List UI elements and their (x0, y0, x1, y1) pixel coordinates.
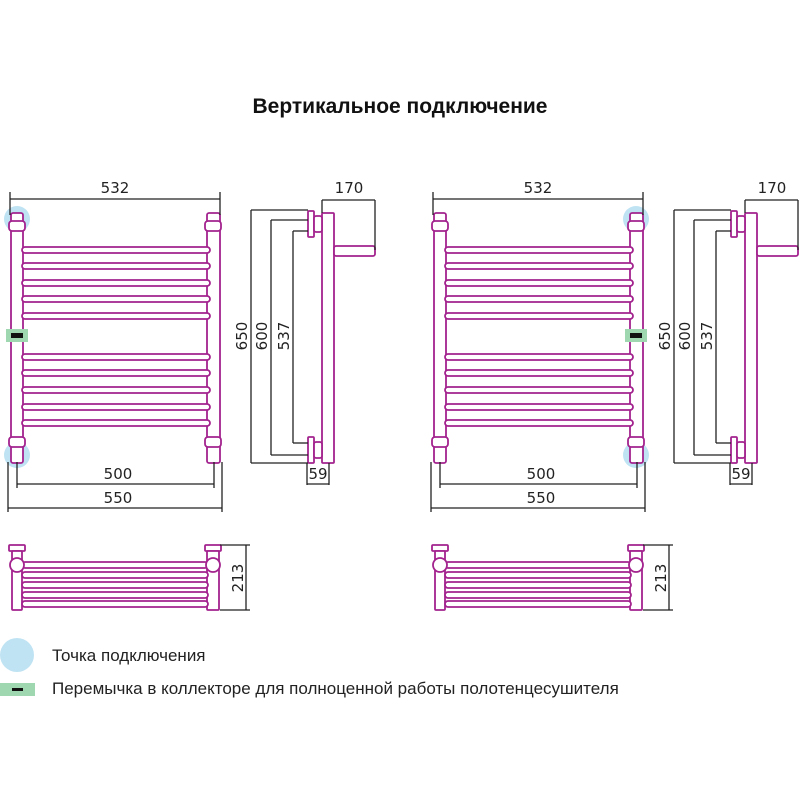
bracket-nut (313, 215, 323, 233)
heating-bar (21, 369, 211, 377)
post-fitting (627, 436, 645, 448)
dim-center: 500 (104, 465, 133, 483)
dim-total-width: 550 (104, 489, 133, 507)
post-fitting (431, 220, 449, 232)
post-fitting (204, 436, 222, 448)
heating-bar (444, 369, 634, 377)
dim-offset: 59 (308, 465, 327, 483)
shelf-joint (9, 557, 25, 573)
heating-bar (444, 419, 634, 427)
shelf-bar (444, 600, 632, 608)
side-post (744, 212, 758, 464)
jumper-dash-icon (630, 333, 642, 338)
heating-bar (444, 403, 634, 411)
shelf-bar (444, 571, 632, 579)
dim-600: 600 (676, 322, 694, 351)
wall-bracket (730, 436, 738, 464)
shelf-bar (444, 561, 632, 569)
dim-depth: 170 (335, 179, 364, 197)
dim-height: 650 (656, 322, 674, 351)
post-fitting (8, 436, 26, 448)
heating-bar (21, 246, 211, 254)
heating-bar (444, 262, 634, 270)
post-fitting (431, 436, 449, 448)
heating-bar (21, 403, 211, 411)
heating-bar (444, 312, 634, 320)
dim-height: 650 (233, 322, 251, 351)
post-fitting (8, 220, 26, 232)
dim-center: 500 (527, 465, 556, 483)
shelf-bar (444, 591, 632, 599)
wall-bracket (730, 210, 738, 238)
shelf-bar (21, 571, 209, 579)
heating-bar (21, 262, 211, 270)
heating-bar (21, 419, 211, 427)
heating-bar (21, 386, 211, 394)
heating-bar (21, 353, 211, 361)
dim-537: 537 (275, 322, 293, 351)
shelf-bar (21, 591, 209, 599)
heating-bar (21, 279, 211, 287)
heating-bar (444, 386, 634, 394)
heating-bar (21, 312, 211, 320)
legend-connection-icon (0, 638, 34, 672)
legend-jumper-dash-icon (12, 688, 23, 691)
bracket-nut (313, 441, 323, 459)
heating-bar (444, 246, 634, 254)
jumper-dash-icon (11, 333, 23, 338)
post-fitting (627, 220, 645, 232)
heating-bar (444, 353, 634, 361)
shelf-bar (21, 581, 209, 589)
dim-top-width: 532 (524, 179, 553, 197)
dim-537: 537 (698, 322, 716, 351)
side-wall-arm (333, 245, 376, 257)
shelf-joint (432, 557, 448, 573)
legend-jumper-label: Перемычка в коллекторе для полноценной р… (52, 679, 619, 698)
dim-600: 600 (253, 322, 271, 351)
shelf-bar (21, 600, 209, 608)
side-wall-arm (756, 245, 799, 257)
dim-top-width: 532 (101, 179, 130, 197)
dim-depth: 170 (758, 179, 787, 197)
shelf-joint (205, 557, 221, 573)
dim-total-width: 550 (527, 489, 556, 507)
heating-bar (21, 295, 211, 303)
shelf-bar (21, 561, 209, 569)
side-post (321, 212, 335, 464)
heating-bar (444, 279, 634, 287)
page-title: Вертикальное подключение (252, 95, 548, 118)
heating-bar (444, 295, 634, 303)
shelf-bar (444, 581, 632, 589)
bracket-nut (736, 441, 746, 459)
dim-offset: 59 (731, 465, 750, 483)
post-fitting (204, 220, 222, 232)
dim-shelf-height: 213 (229, 564, 247, 593)
bracket-nut (736, 215, 746, 233)
legend-connection-label: Точка подключения (52, 646, 206, 665)
shelf-joint (628, 557, 644, 573)
dim-shelf-height: 213 (652, 564, 670, 593)
